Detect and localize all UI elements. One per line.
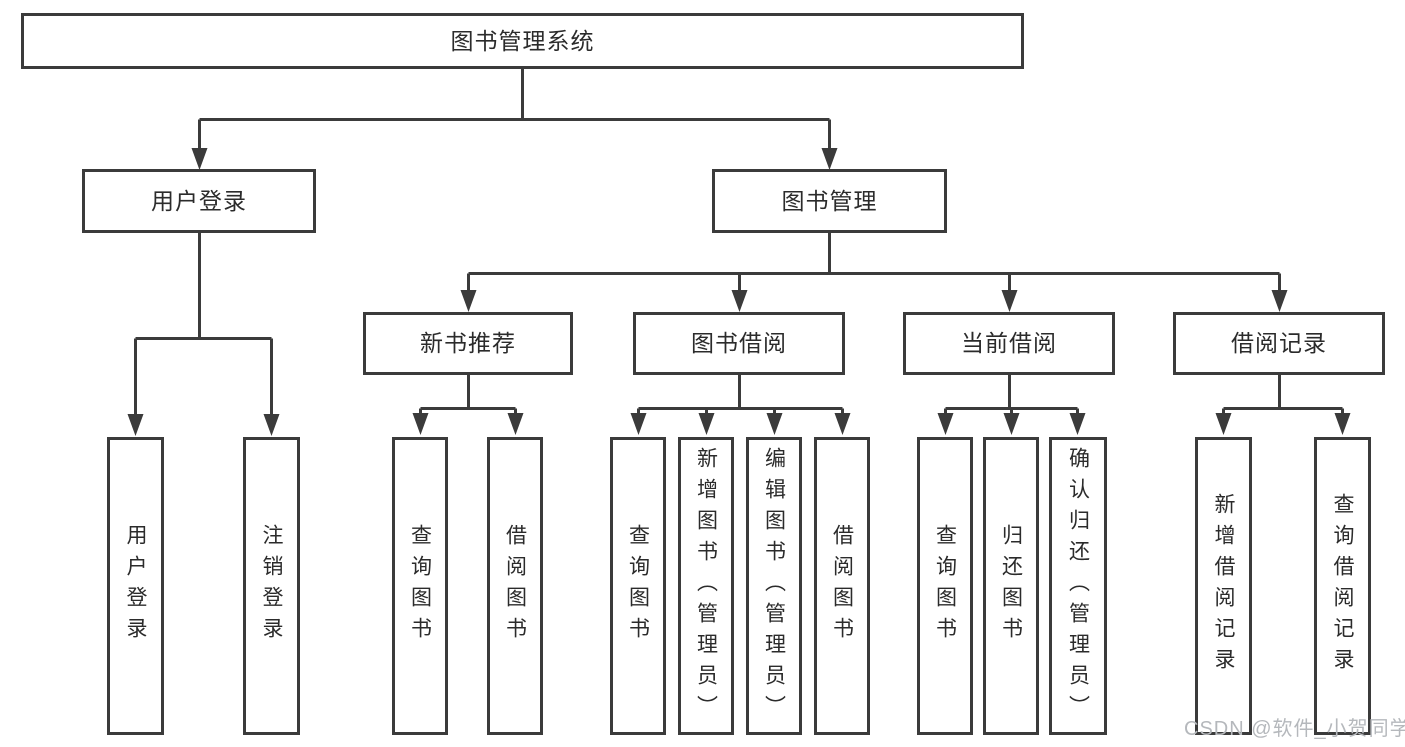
node-book-management: 图书管理	[712, 169, 947, 233]
leaf-label: 借阅图书	[830, 524, 854, 648]
leaf-label: 查询图书	[626, 524, 650, 648]
node-book-borrow: 图书借阅	[633, 312, 845, 375]
leaf-query-book-1: 查询图书	[392, 437, 448, 735]
node-current-borrow: 当前借阅	[903, 312, 1115, 375]
leaf-label: 确认归还（管理员）	[1066, 446, 1090, 726]
leaf-label: 借阅图书	[503, 524, 527, 648]
node-label: 借阅记录	[1231, 330, 1327, 356]
leaf-add-borrow-record: 新增借阅记录	[1195, 437, 1252, 735]
leaf-label: 新增借阅记录	[1212, 493, 1235, 679]
leaf-label: 编辑图书（管理员）	[762, 446, 786, 726]
arrowhead-icons	[127, 148, 1351, 436]
leaf-return-book: 归还图书	[983, 437, 1039, 735]
leaf-query-borrow-record: 查询借阅记录	[1314, 437, 1371, 735]
leaf-confirm-return-admin: 确认归还（管理员）	[1049, 437, 1107, 735]
node-new-book-recommend: 新书推荐	[363, 312, 573, 375]
leaf-label: 查询借阅记录	[1331, 493, 1354, 679]
leaf-add-book-admin: 新增图书（管理员）	[678, 437, 734, 735]
node-library-management-system: 图书管理系统	[21, 13, 1024, 69]
leaf-borrow-book-1: 借阅图书	[487, 437, 543, 735]
leaf-query-book-3: 查询图书	[917, 437, 973, 735]
node-borrow-record: 借阅记录	[1173, 312, 1385, 375]
leaf-label: 查询图书	[408, 524, 432, 648]
leaf-borrow-book-2: 借阅图书	[814, 437, 870, 735]
node-user-login: 用户登录	[82, 169, 316, 233]
leaf-user-login: 用户登录	[107, 437, 164, 735]
leaf-label: 新增图书（管理员）	[694, 446, 718, 726]
leaf-label: 归还图书	[999, 524, 1023, 648]
node-label: 用户登录	[151, 187, 247, 214]
leaf-label: 注销登录	[260, 524, 283, 648]
csdn-watermark: CSDN @软件_小贺同学	[1184, 718, 1405, 740]
node-label: 当前借阅	[961, 330, 1057, 356]
node-label: 图书管理系统	[450, 27, 595, 54]
leaf-label: 用户登录	[124, 524, 147, 648]
leaf-query-book-2: 查询图书	[610, 437, 666, 735]
node-label: 新书推荐	[420, 330, 516, 356]
leaf-edit-book-admin: 编辑图书（管理员）	[746, 437, 802, 735]
leaf-logout: 注销登录	[243, 437, 300, 735]
node-label: 图书管理	[781, 187, 878, 214]
node-label: 图书借阅	[691, 330, 787, 356]
leaf-label: 查询图书	[933, 524, 957, 648]
